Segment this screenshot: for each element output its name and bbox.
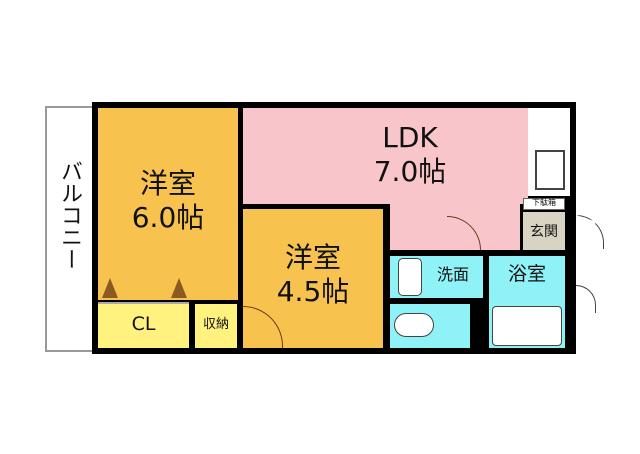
ldk-size: 7.0帖	[373, 155, 447, 188]
western-room-1	[98, 108, 238, 300]
shoe-cabinet	[523, 198, 565, 210]
western-room-1-name: 洋室	[139, 167, 196, 200]
storage	[195, 304, 237, 348]
western-room-1-size: 6.0帖	[131, 201, 205, 234]
western-room-2-name: 洋室	[284, 241, 341, 274]
closet-door-mark	[102, 278, 118, 298]
bathroom-window	[576, 285, 596, 313]
bathroom-label: 浴室	[507, 263, 546, 285]
ldk	[243, 108, 528, 204]
shoe-cabinet-label: 下駄箱	[532, 198, 556, 207]
closet-label: CL	[131, 313, 156, 335]
entrance	[523, 212, 565, 250]
washbasin	[398, 258, 422, 296]
entrance-label: 玄関	[530, 224, 558, 240]
entrance-door[interactable]	[576, 215, 604, 249]
toilet	[394, 313, 434, 337]
closet	[98, 302, 189, 348]
washroom-label: 洗面	[436, 265, 469, 284]
refrigerator	[535, 150, 565, 190]
western-room-2-size: 4.5帖	[276, 275, 350, 308]
balcony-label: バルコニー	[57, 160, 82, 270]
closet-door-mark	[171, 278, 187, 298]
ldk-name: LDK	[382, 121, 438, 154]
bathtub	[492, 306, 562, 346]
storage-label: 収納	[202, 317, 229, 332]
balcony	[45, 106, 95, 352]
